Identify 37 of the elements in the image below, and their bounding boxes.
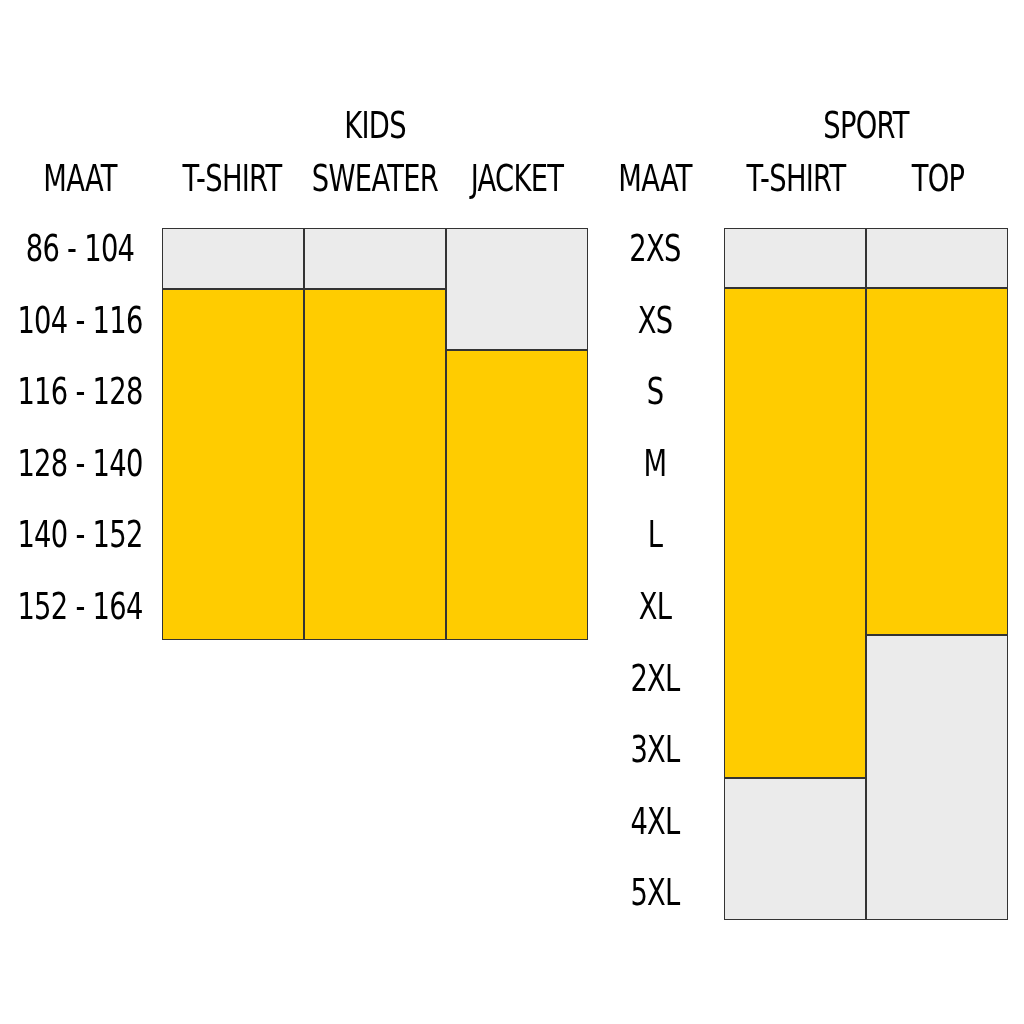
size-label: 116 - 128 [17, 369, 143, 414]
size-label: S [646, 369, 664, 414]
column-heading: KIDS [344, 103, 406, 147]
column-heading: TOP [911, 156, 965, 200]
size-label: 5XL [630, 870, 680, 915]
unavailable-size-bar [866, 228, 1008, 288]
size-label: 2XS [629, 226, 681, 270]
size-label: 128 - 140 [17, 440, 143, 485]
unavailable-size-bar [446, 228, 588, 350]
size-label: 152 - 164 [17, 584, 143, 628]
column-heading: T-SHIRT [182, 156, 282, 200]
column-heading: SPORT [823, 103, 909, 147]
unavailable-size-bar [866, 635, 1008, 920]
available-size-bar [304, 289, 446, 640]
unavailable-size-bar [724, 228, 866, 288]
unavailable-size-bar [724, 778, 866, 920]
size-label: 140 - 152 [17, 512, 143, 557]
available-size-bar [724, 288, 866, 778]
size-label: 4XL [630, 798, 680, 843]
unavailable-size-bar [162, 228, 304, 289]
column-heading: T-SHIRT [746, 156, 846, 200]
column-heading: SWEATER [311, 156, 439, 200]
available-size-bar [866, 288, 1008, 635]
size-label: XS [637, 297, 673, 342]
size-label: L [647, 512, 663, 557]
available-size-bar [162, 289, 304, 640]
size-label: 2XL [630, 655, 680, 700]
size-label: 3XL [630, 727, 680, 772]
column-heading: MAAT [618, 156, 692, 200]
size-label: 86 - 104 [25, 226, 135, 270]
column-heading: JACKET [470, 156, 564, 200]
available-size-bar [446, 350, 588, 640]
column-heading: MAAT [43, 156, 117, 200]
size-label: M [643, 440, 667, 485]
size-label: XL [638, 584, 672, 628]
size-label: 104 - 116 [17, 297, 143, 342]
unavailable-size-bar [304, 228, 446, 289]
